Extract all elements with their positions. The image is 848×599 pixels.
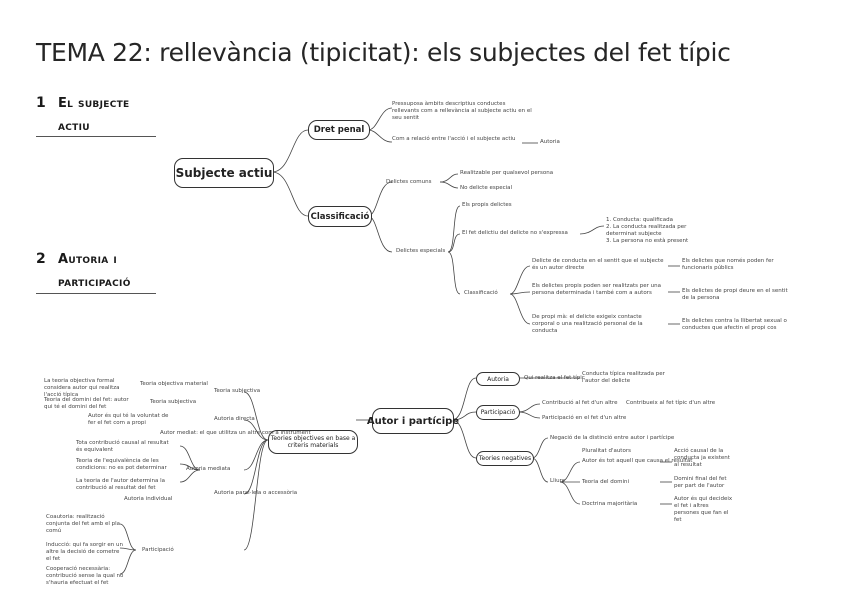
comuns-item-a: Realitzable per qualsevol persona bbox=[460, 170, 554, 176]
left-d1: Autoria individual bbox=[124, 496, 173, 502]
mindmap-root-autor-participe: Autor i partícipe bbox=[367, 408, 459, 434]
left-c3: La teoria de l'autor determina la contri… bbox=[76, 478, 166, 491]
especials-item-a: Els propis delictes bbox=[462, 202, 512, 208]
negatives-item-3b: Doctrina majoritària bbox=[582, 501, 638, 507]
left-a2: Teoria del domini del fet: autor qui té … bbox=[44, 397, 129, 410]
autoria-text: Qui realitza el fet típic bbox=[524, 375, 585, 381]
negatives-item-2a: Autor és tot aquell que causa el resulta… bbox=[582, 458, 693, 464]
section-divider bbox=[36, 293, 156, 294]
left-d2: Autoria paral·lela o accessòria bbox=[214, 490, 298, 496]
node-classificacio: Classificació bbox=[308, 206, 372, 227]
section-title-line1: El subjecte bbox=[58, 96, 130, 111]
negatives-item-3a: Teoria del domini bbox=[582, 479, 629, 485]
section-1-heading: 1 El subjecte actiu bbox=[36, 92, 129, 134]
especials-classificacio: Classificació bbox=[464, 290, 498, 296]
left-c2: Teoria de l'equivalència de les condicio… bbox=[76, 458, 167, 471]
negatives-item-lliure: Lliure bbox=[550, 478, 566, 484]
dret-penal-item-1: Pressuposa àmbits descriptius conductes … bbox=[392, 101, 532, 121]
negatives-item-3a-result: Domini final del fet per part de l'autor bbox=[674, 476, 727, 489]
left-a1-result: Teoria objectiva material bbox=[140, 381, 208, 387]
left-e1: Coautoria: realització conjunta del fet … bbox=[46, 514, 121, 534]
especials-class-item-2: Els delictes propis poden ser realitzats… bbox=[532, 283, 661, 296]
left-a2-result: Teoria subjectiva bbox=[150, 399, 197, 405]
especials-class-item-2-result: Els delictes de propi deure en el sentit… bbox=[682, 288, 788, 301]
classificacio-especials: Delictes especials bbox=[396, 248, 446, 254]
left-a1: La teoria objectiva formal considera aut… bbox=[44, 378, 120, 398]
participacio-item-1: Contribució al fet d'un altre bbox=[542, 400, 618, 406]
section-number: 1 bbox=[36, 95, 46, 111]
negatives-item-2a-result: Acció causal de la conducta ja existent … bbox=[674, 448, 730, 468]
section-title-line2: actiu bbox=[58, 119, 90, 134]
node-teories-negatives: Teories negatives bbox=[476, 451, 534, 466]
section-2-heading: 2 Autoria i participació bbox=[36, 248, 131, 290]
left-b1: Autor és qui té la voluntat de fer el fe… bbox=[88, 413, 169, 426]
classificacio-comuns: Delictes comuns bbox=[386, 179, 432, 185]
negatives-item-3b-result: Autor és qui decideix el fet i altres pe… bbox=[674, 496, 733, 523]
negatives-item-2: Pluralitat d'autors bbox=[582, 448, 631, 454]
especials-class-item-3: De propi mà: el delicte exigeix contacte… bbox=[532, 314, 643, 334]
node-dret-penal: Dret penal bbox=[308, 120, 370, 140]
participacio-item-1-result: Contribueix al fet típic d'un altre bbox=[626, 400, 716, 406]
comuns-item-b: No delicte especial bbox=[460, 185, 513, 191]
left-c4-result: Autoria mediata bbox=[186, 466, 231, 472]
dret-penal-item-2-leaf: Autoria bbox=[540, 139, 560, 145]
especials-class-item-3-result: Els delictes contra la llibertat sexual … bbox=[682, 318, 787, 331]
section-title-line2: participació bbox=[58, 275, 131, 290]
autoria-result: Conducta típica realitzada per l'autor d… bbox=[582, 371, 665, 384]
mindmap-root-subjecte-actiu: Subjecte actiu bbox=[174, 158, 274, 188]
negatives-item-1: Negació de la distinció entre autor i pa… bbox=[550, 435, 675, 441]
section-number: 2 bbox=[36, 251, 46, 267]
left-e2: Inducció: qui fa sorgir en un altre la d… bbox=[46, 542, 123, 562]
left-c1: Tota contribució causal al resultat és e… bbox=[76, 440, 169, 453]
left-c2-result: Autoria directa bbox=[214, 416, 255, 422]
section-title-line1: Autoria i bbox=[58, 252, 117, 267]
especials-item-b: El fet delictiu del delicte no s'express… bbox=[462, 230, 568, 236]
left-e-result: Participació bbox=[142, 547, 174, 553]
participacio-item-2: Participació en el fet d'un altre bbox=[542, 415, 627, 421]
left-e3: Cooperació necessària: contribució sense… bbox=[46, 566, 124, 586]
especials-class-item-1-result: Els delictes que només poden fer funcion… bbox=[682, 258, 774, 271]
node-participacio: Participació bbox=[476, 405, 520, 420]
especials-item-b-list: 1. Conducta: qualificada 2. La conducta … bbox=[606, 217, 689, 244]
node-teories-objectives: Teories objectives en base a criteris ma… bbox=[268, 430, 358, 454]
page-title: TEMA 22: rellevància (tipicitat): els su… bbox=[36, 38, 731, 67]
left-c4: Autor mediat: el que utilitza un altre c… bbox=[160, 430, 311, 436]
dret-penal-item-2: Com a relació entre l'acció i el subject… bbox=[392, 136, 516, 142]
left-b1-result: Teoria subjectiva bbox=[214, 388, 261, 394]
especials-class-item-1: Delicte de conducta en el sentit que el … bbox=[532, 258, 664, 271]
section-divider bbox=[36, 136, 156, 137]
node-autoria: Autoria bbox=[476, 372, 520, 386]
